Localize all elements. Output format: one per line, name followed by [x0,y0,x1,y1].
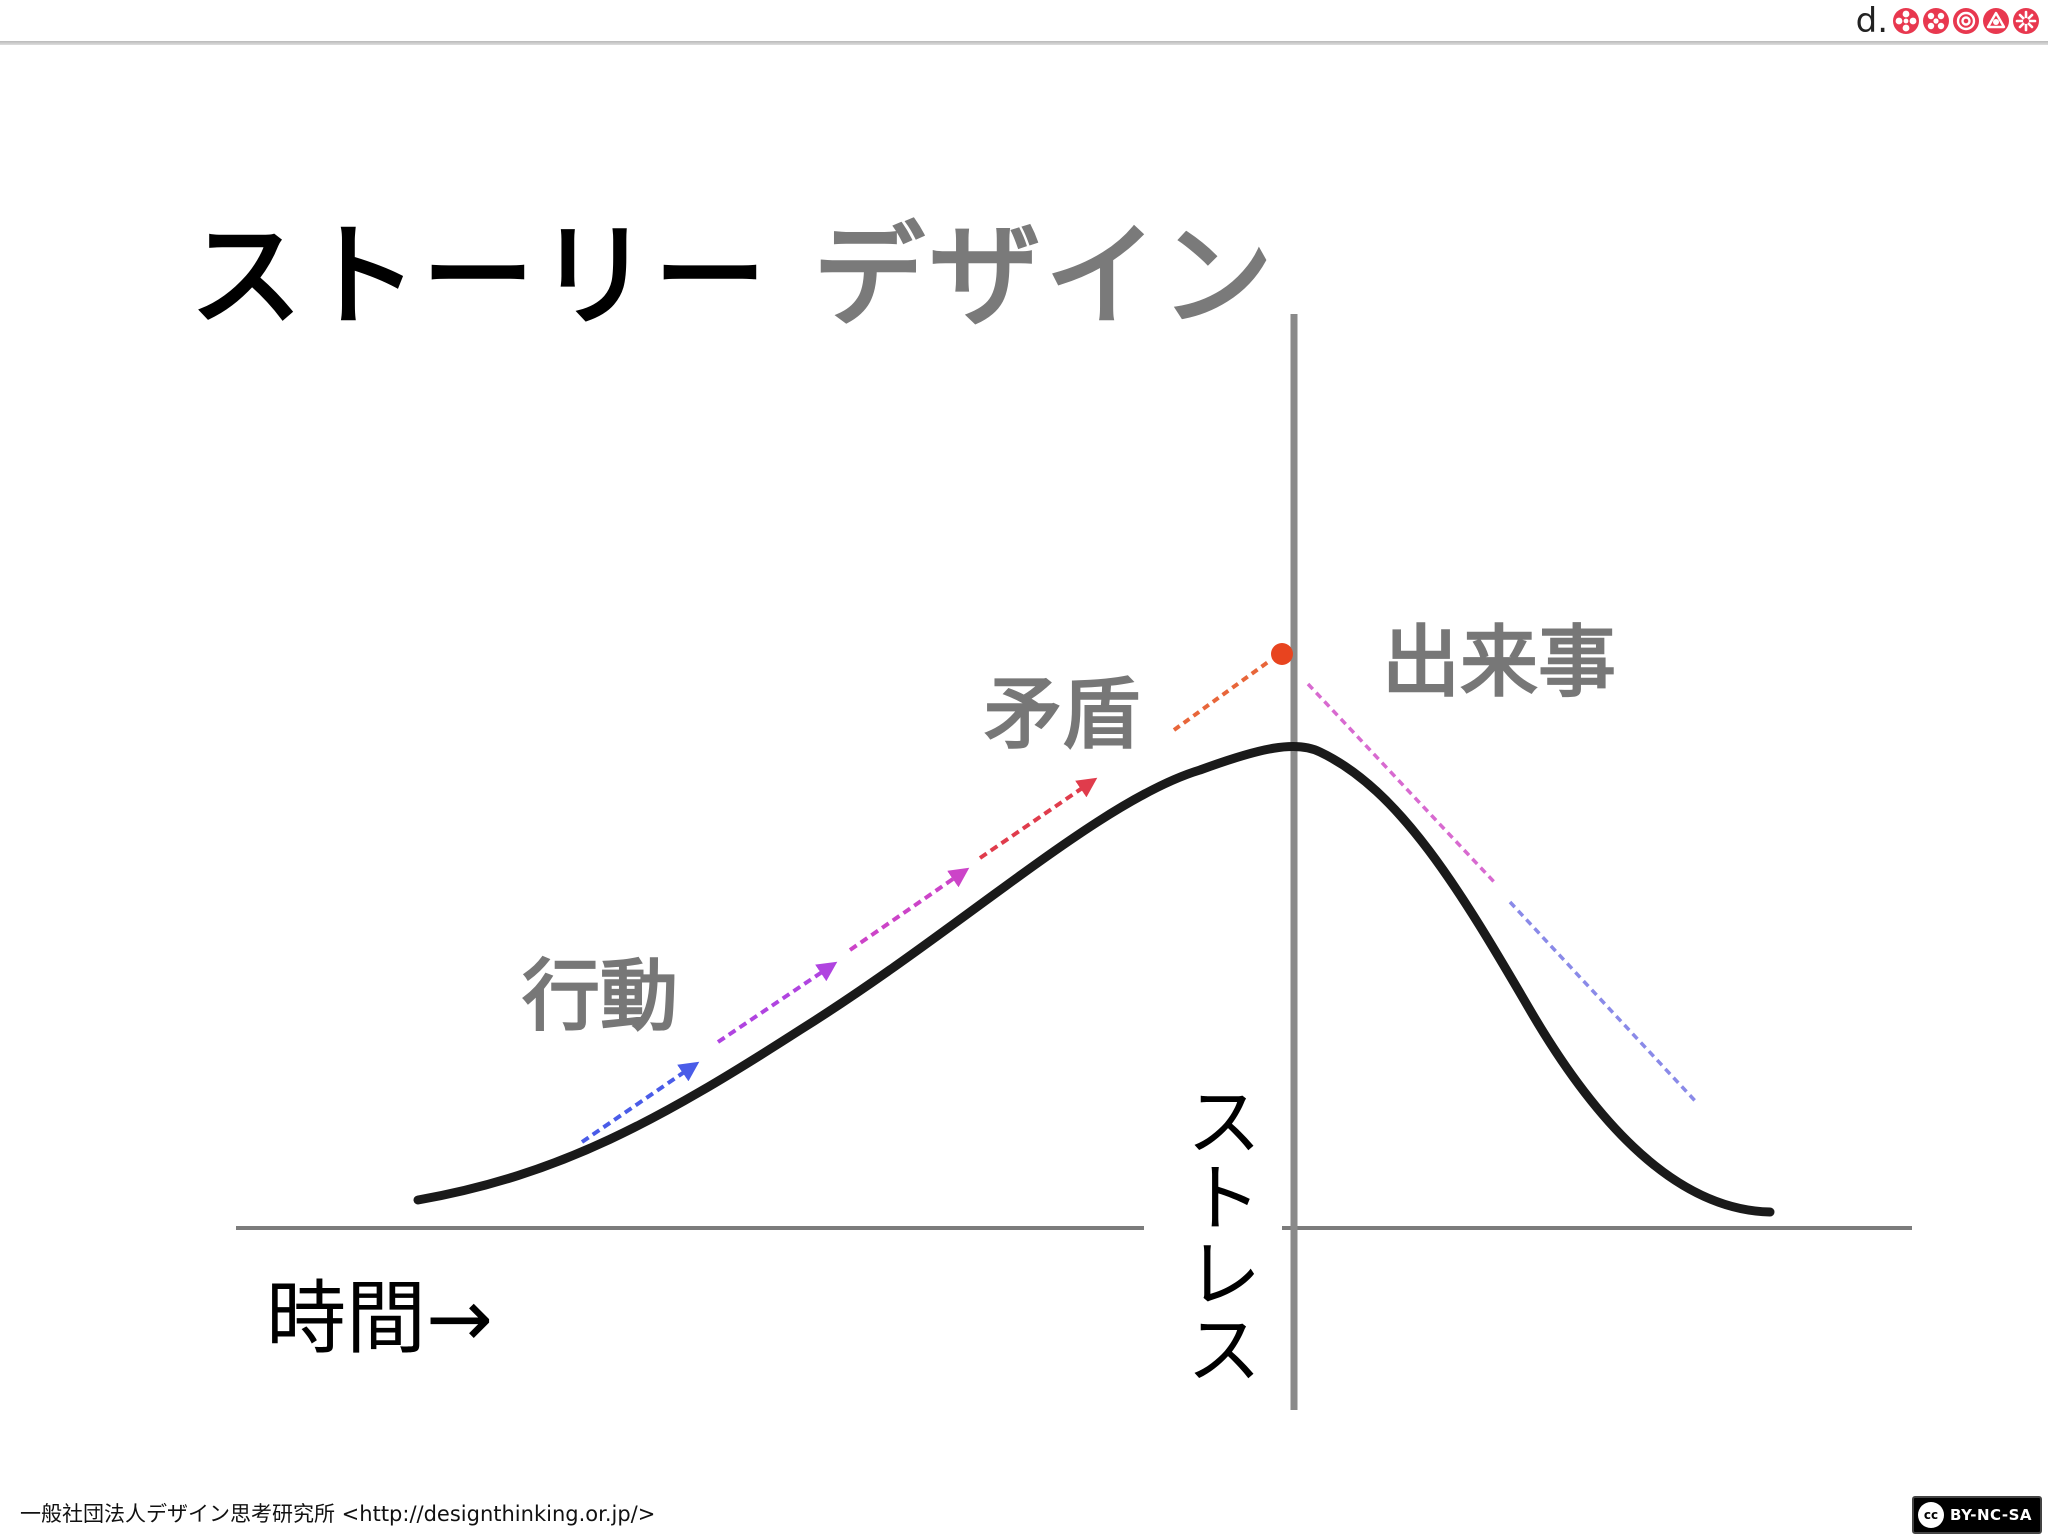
action-arrow-1 [580,1061,700,1144]
star-flower-icon [2013,8,2039,34]
brand-icon-row [1892,7,2040,35]
flower-icon [1923,8,1949,34]
spiral-icon [1953,8,1979,34]
climax-point [1271,643,1293,665]
time-axis-label: 時間→ [266,1272,494,1365]
label-action: 行動 [522,952,679,1042]
stress-axis-label: ストレス [1173,1082,1262,1386]
header-divider [0,41,2048,45]
slide-title: ストーリー デザイン [190,212,1277,342]
triangle-knot-icon [1983,8,2009,34]
slide-title-story: ストーリー [190,212,770,342]
brand-logo: d. [1856,2,2040,40]
slide-title-design: デザイン [813,212,1277,342]
label-event: 出来事 [1382,618,1617,708]
conflict-line [1172,660,1270,732]
story-arc-curve [413,741,1775,1217]
brand-mark: d. [1855,1,1888,41]
license-badge: cc BY-NC-SA [1911,1496,2042,1534]
action-arrow-3 [848,867,970,952]
event-line-upper [1306,682,1498,886]
flower-icon [1893,8,1919,34]
license-badge-text: BY-NC-SA [1949,1506,2032,1524]
event-line-lower [1508,900,1700,1106]
cc-icon: cc [1917,1502,1944,1528]
footer-org-credit: 一般社団法人デザイン思考研究所 <http://designthinking.o… [20,1502,656,1526]
action-arrow-4 [978,777,1098,860]
label-conflict: 矛盾 [984,670,1141,760]
action-arrow-2 [716,961,838,1044]
